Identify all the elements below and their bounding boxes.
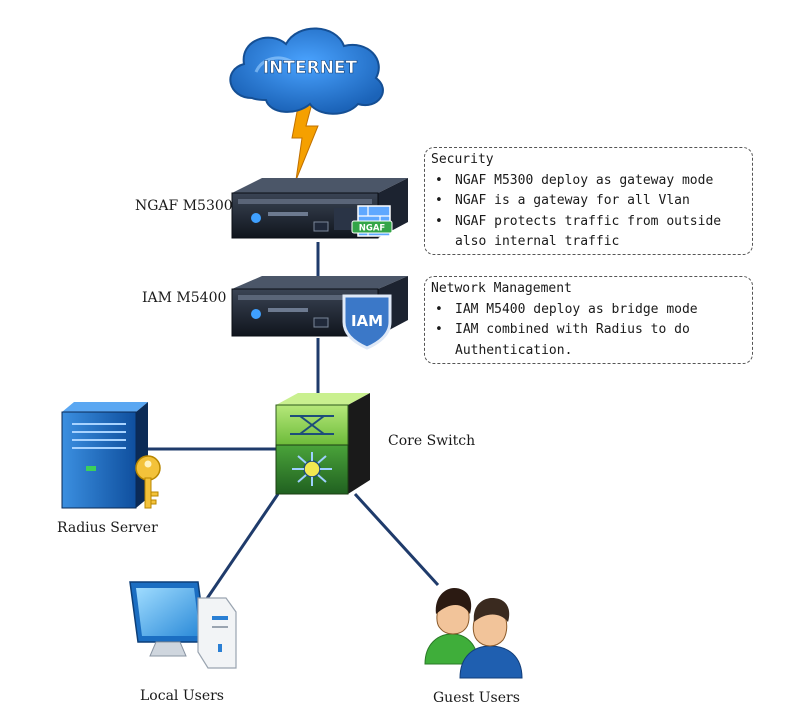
shield-icon: IAM xyxy=(342,294,392,350)
core-switch-icon xyxy=(275,393,370,495)
security-note-title: Security xyxy=(431,152,494,167)
list-item: NGAF M5300 deploy as gateway mode xyxy=(431,171,746,192)
guest-users-icon xyxy=(424,588,523,679)
guest-users-label: Guest Users xyxy=(433,690,520,706)
internet-label: INTERNET xyxy=(263,58,358,78)
desktop-computer-icon xyxy=(129,581,237,669)
list-item: NGAF is a gateway for all Vlan xyxy=(431,191,746,212)
firewall-icon: NGAF xyxy=(351,205,393,237)
list-item: IAM combined with Radius to do Authentic… xyxy=(431,320,746,361)
link-switch-guest xyxy=(353,492,440,587)
radius-server-icon xyxy=(61,402,148,509)
security-note-list: NGAF M5300 deploy as gateway mode NGAF i… xyxy=(431,171,746,253)
list-item: IAM M5400 deploy as bridge mode xyxy=(431,300,746,321)
key-icon xyxy=(135,455,161,509)
core-switch-label: Core Switch xyxy=(388,433,476,449)
internet-cloud-icon xyxy=(229,27,384,115)
network-management-note: Network Management IAM M5400 deploy as b… xyxy=(424,276,753,364)
network-management-note-list: IAM M5400 deploy as bridge mode IAM comb… xyxy=(431,300,746,362)
network-management-note-title: Network Management xyxy=(431,281,572,296)
radius-server-label: Radius Server xyxy=(57,520,158,536)
list-item: NGAF protects traffic from outside also … xyxy=(431,212,746,253)
link-switch-local xyxy=(204,493,280,601)
local-users-label: Local Users xyxy=(140,688,224,704)
iam-label: IAM M5400 xyxy=(142,290,227,306)
iam-badge-label: IAM xyxy=(351,312,383,330)
ngaf-label: NGAF M5300 xyxy=(135,198,233,214)
security-note: Security NGAF M5300 deploy as gateway mo… xyxy=(424,147,753,255)
links xyxy=(148,242,440,601)
ngaf-badge-label: NGAF xyxy=(359,224,386,234)
